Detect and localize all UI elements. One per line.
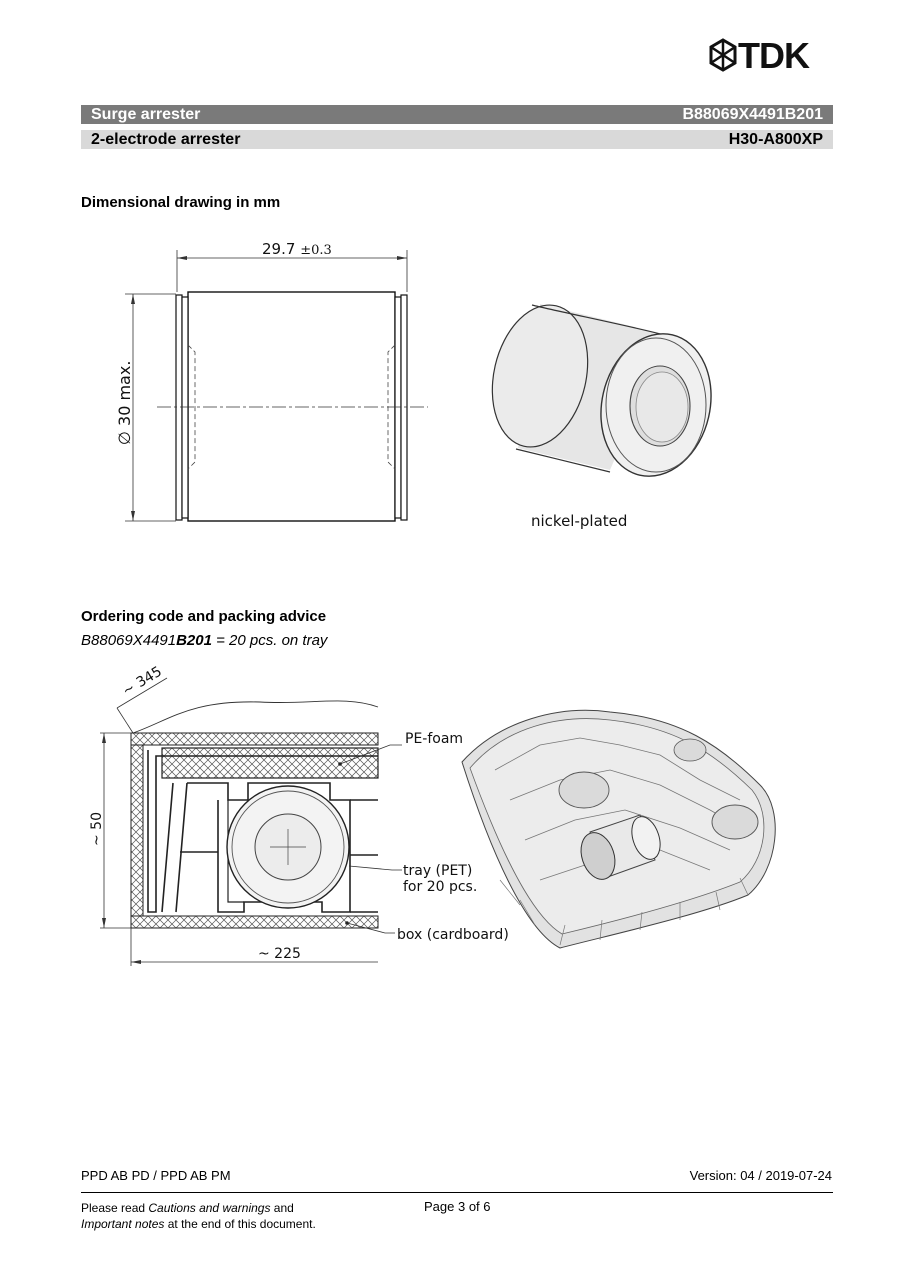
footer-version: Version: 04 / 2019-07-24 xyxy=(689,1168,832,1183)
ordering-code: B88069X4491B201 xyxy=(682,106,823,123)
dimension-50: ~ 50 xyxy=(89,812,105,846)
ordering-heading: Ordering code and packing advice xyxy=(81,608,327,625)
tdk-logo: TDK xyxy=(708,35,838,76)
dimensional-drawing: 29.7 ±0.3 ∅ 30 max. nickel-plated xyxy=(115,240,712,530)
model-number: H30-A800XP xyxy=(728,131,823,148)
arrester-body-outline xyxy=(187,291,396,522)
diameter-dimension: ∅ 30 max. xyxy=(115,361,134,445)
footer-divider xyxy=(81,1192,833,1193)
label-box: box (cardboard) xyxy=(397,927,509,943)
arrester-3d-view xyxy=(491,304,712,477)
header-bar-type: 2-electrode arrester H30-A800XP xyxy=(81,130,833,149)
tdk-emblem-icon xyxy=(709,38,737,72)
footer-page-number: Page 3 of 6 xyxy=(424,1199,491,1214)
label-pe-foam: PE-foam xyxy=(405,731,463,747)
length-dimension: 29.7 ±0.3 xyxy=(262,240,332,258)
finish-label: nickel-plated xyxy=(531,512,627,530)
footer-department: PPD AB PD / PPD AB PM xyxy=(81,1168,231,1183)
tdk-logo-text: TDK xyxy=(738,35,810,76)
footer-note: Please read Cautions and warnings and Im… xyxy=(81,1201,316,1231)
packing-drawing: ~ 345 ~ 50 ~ 225 PE-foam tray (PET) for … xyxy=(89,664,776,966)
product-type: 2-electrode arrester xyxy=(91,131,241,148)
dimension-345: ~ 345 xyxy=(120,664,165,700)
header-bar-product: Surge arrester B88069X4491B201 xyxy=(81,105,833,124)
product-name: Surge arrester xyxy=(91,106,201,123)
tray-3d-view xyxy=(461,709,776,949)
dimensional-heading: Dimensional drawing in mm xyxy=(81,194,281,211)
label-tray-1: tray (PET) xyxy=(403,863,472,879)
ordering-code-line: B88069X4491B201 = 20 pcs. on tray xyxy=(81,632,328,649)
dimension-225: ~ 225 xyxy=(258,946,301,962)
label-tray-2: for 20 pcs. xyxy=(403,879,477,895)
